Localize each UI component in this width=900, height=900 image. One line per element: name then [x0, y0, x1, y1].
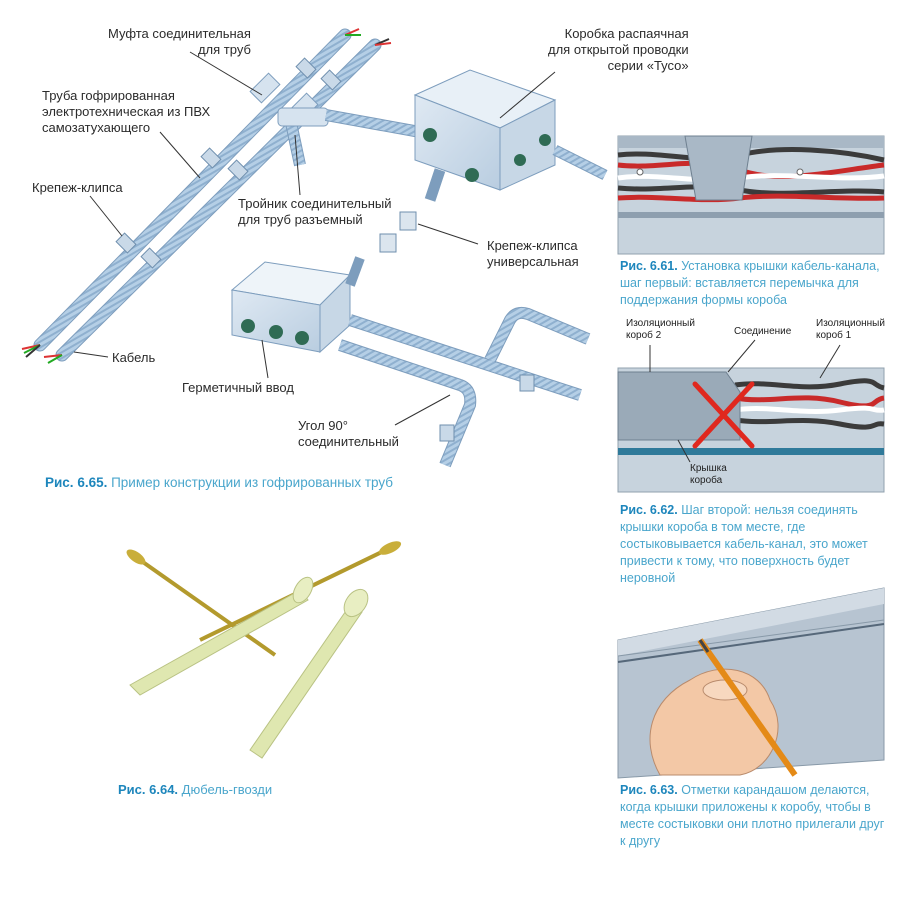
tee-and-branch — [277, 107, 422, 167]
caption-fig64-text: Дюбель-гвозди — [178, 782, 273, 797]
branch-pipe-fill — [552, 145, 608, 180]
caption-fig64-number: Рис. 6.64. — [118, 782, 179, 797]
cables-fig62 — [734, 378, 885, 430]
label-cover: Крышка короба — [690, 463, 727, 487]
label-tee-line1: Тройник соединительный — [238, 196, 392, 211]
dowel-1 — [129, 576, 314, 696]
pencil — [697, 638, 798, 777]
label-duct1-line2: короб 1 — [816, 330, 852, 341]
bridge-jumper — [684, 135, 753, 201]
label-gland: Герметичный ввод — [182, 380, 294, 395]
caption-fig65: Рис. 6.65. Пример конструкции из гофриро… — [45, 474, 565, 491]
caption-fig62-text: Шаг второй: нельзя соединять крышки коро… — [620, 503, 868, 585]
label-cable: Кабель — [112, 350, 156, 365]
caption-fig63-text: Отметки карандашом делаются, когда крышк… — [620, 783, 885, 848]
red-cross — [692, 381, 755, 449]
label-box-line3: серии «Тусо» — [607, 58, 689, 73]
label-angle-line1: Угол 90° — [298, 418, 348, 433]
label-clip: Крепеж-клипса — [32, 180, 123, 195]
caption-fig64: Рис. 6.64. Дюбель-гвозди — [118, 781, 418, 798]
fig62-leaders — [649, 339, 841, 463]
caption-fig65-number: Рис. 6.65. — [45, 475, 108, 490]
cable-wires — [21, 28, 392, 364]
clip-shapes — [115, 57, 342, 269]
junction-box-top — [413, 69, 557, 191]
label-angle-line2: соединительный — [298, 434, 399, 449]
label-duct2: Изоляционный короб 2 — [626, 318, 695, 342]
label-duct2-line2: короб 2 — [626, 330, 662, 341]
caption-fig63: Рис. 6.63. Отметки карандашом делаются, … — [620, 782, 885, 850]
label-coupling: Муфта соединительная для труб — [108, 26, 251, 58]
caption-fig65-text: Пример конструкции из гофрированных труб — [107, 475, 394, 490]
label-uclip-line1: Крепеж-клипса — [487, 238, 578, 253]
universal-clip — [379, 211, 417, 253]
label-duct2-line1: Изоляционный — [626, 318, 695, 329]
label-tee: Тройник соединительный для труб разъемны… — [238, 196, 392, 228]
label-pipe-line1: Труба гофрированная — [42, 88, 175, 103]
cover-duct-2 — [617, 371, 741, 441]
label-box-line2: для открытой проводки — [548, 42, 689, 57]
label-coupling-line1: Муфта соединительная — [108, 26, 251, 41]
leader-lines — [73, 51, 556, 426]
label-duct1: Изоляционный короб 1 — [816, 318, 885, 342]
label-pipe: Труба гофрированная электротехническая и… — [42, 88, 210, 136]
label-cover-line2: короба — [690, 475, 723, 486]
caption-fig61-text: Установка крышки кабель-канала, шаг перв… — [620, 259, 880, 307]
label-coupling-line2: для труб — [197, 42, 251, 57]
lower-pipes — [338, 306, 591, 468]
caption-fig62-number: Рис. 6.62. — [620, 503, 678, 517]
label-tee-line2: для труб разъемный — [238, 212, 363, 227]
label-pipe-line3: самозатухающего — [42, 120, 151, 135]
label-joint: Соединение — [734, 326, 792, 337]
caption-fig63-number: Рис. 6.63. — [620, 783, 678, 797]
label-pipe-line2: электротехническая из ПВХ — [42, 104, 211, 119]
label-cover-line1: Крышка — [690, 463, 727, 474]
corrugated-pipe-1 — [33, 28, 352, 352]
caption-fig61-number: Рис. 6.61. — [620, 259, 678, 273]
dowel-2 — [249, 588, 369, 759]
label-universal-clip: Крепеж-клипса универсальная — [487, 238, 579, 270]
caption-fig61: Рис. 6.61. Установка крышки кабель-канал… — [620, 258, 885, 309]
label-box: Коробка распаячная для открытой проводки… — [548, 26, 689, 74]
corrugated-pipe-2 — [55, 38, 382, 362]
screw-1 — [126, 549, 277, 657]
label-box-line1: Коробка распаячная — [564, 26, 689, 41]
branch-pipe-down — [424, 168, 446, 202]
label-angle: Угол 90° соединительный — [298, 418, 399, 450]
caption-fig62: Рис. 6.62. Шаг второй: нельзя соединять … — [620, 502, 885, 587]
label-duct1-line1: Изоляционный — [816, 318, 885, 329]
label-uclip-line2: универсальная — [487, 254, 579, 269]
coupling-shape — [249, 72, 281, 104]
junction-box-bottom — [230, 256, 365, 354]
